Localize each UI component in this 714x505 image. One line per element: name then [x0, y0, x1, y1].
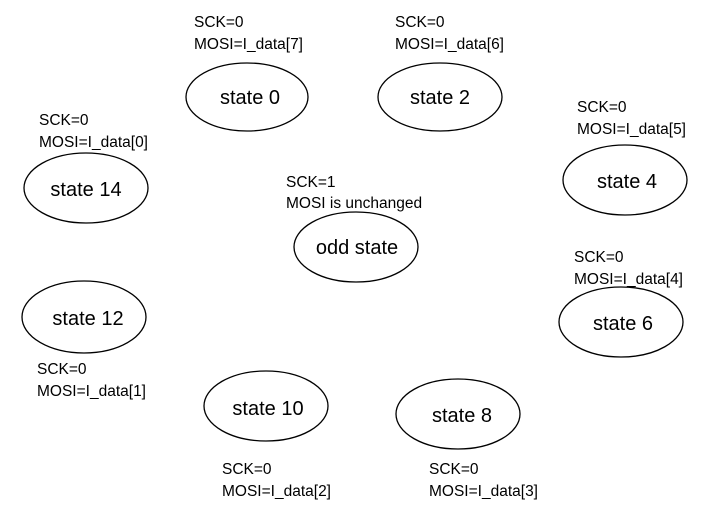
state-0-mosi-note: MOSI=I_data[7]	[194, 36, 303, 53]
state-2-node	[377, 62, 503, 132]
state-10-node	[203, 370, 329, 442]
state-8-sck-note: SCK=0	[429, 461, 479, 478]
state-2-mosi-note: MOSI=I_data[6]	[395, 36, 504, 53]
state-2-label: state 2	[410, 87, 470, 109]
state-14-sck-note: SCK=0	[39, 112, 89, 129]
state-8: state 8 SCK=0 MOSI=I_data[3]	[395, 378, 538, 500]
state-12: state 12 SCK=0 MOSI=I_data[1]	[21, 280, 147, 400]
state-2: SCK=0 MOSI=I_data[6] state 2	[377, 14, 504, 132]
state-12-mosi-note: MOSI=I_data[1]	[37, 383, 146, 400]
odd-state-mosi-note: MOSI is unchanged	[286, 195, 422, 212]
state-14-mosi-note: MOSI=I_data[0]	[39, 134, 148, 151]
odd-state: SCK=1 MOSI is unchanged odd state	[286, 174, 422, 283]
state-12-label: state 12	[52, 308, 123, 330]
state-6-sck-note: SCK=0	[574, 249, 624, 266]
state-10-mosi-note: MOSI=I_data[2]	[222, 483, 331, 500]
state-8-mosi-note: MOSI=I_data[3]	[429, 483, 538, 500]
state-4-sck-note: SCK=0	[577, 99, 627, 116]
state-8-node	[395, 378, 521, 450]
state-14-node	[23, 152, 149, 224]
state-0-node	[185, 62, 309, 132]
state-6-node	[558, 286, 684, 358]
state-10-sck-note: SCK=0	[222, 461, 272, 478]
state-0-sck-note: SCK=0	[194, 14, 244, 31]
state-4-node	[562, 144, 688, 216]
state-8-label: state 8	[432, 405, 492, 427]
state-2-sck-note: SCK=0	[395, 14, 445, 31]
odd-state-sck-note: SCK=1	[286, 174, 336, 191]
state-4-mosi-note: MOSI=I_data[5]	[577, 121, 686, 138]
state-0: SCK=0 MOSI=I_data[7] state 0	[185, 14, 309, 132]
state-12-node	[21, 280, 147, 354]
state-14-label: state 14	[50, 179, 121, 201]
state-6-mosi-note: MOSI=I_data[4]	[574, 271, 683, 288]
state-4-label: state 4	[597, 171, 657, 193]
state-6-label: state 6	[593, 313, 653, 335]
state-4: SCK=0 MOSI=I_data[5] state 4	[562, 99, 688, 216]
state-14: SCK=0 MOSI=I_data[0] state 14	[23, 112, 149, 224]
state-12-sck-note: SCK=0	[37, 361, 87, 378]
odd-state-label: odd state	[316, 237, 398, 259]
state-0-label: state 0	[220, 87, 280, 109]
state-10: state 10 SCK=0 MOSI=I_data[2]	[203, 370, 331, 500]
state-6: SCK=0 MOSI=I_data[4] state 6	[558, 249, 684, 358]
odd-state-node	[293, 211, 419, 283]
state-10-label: state 10	[232, 398, 303, 420]
